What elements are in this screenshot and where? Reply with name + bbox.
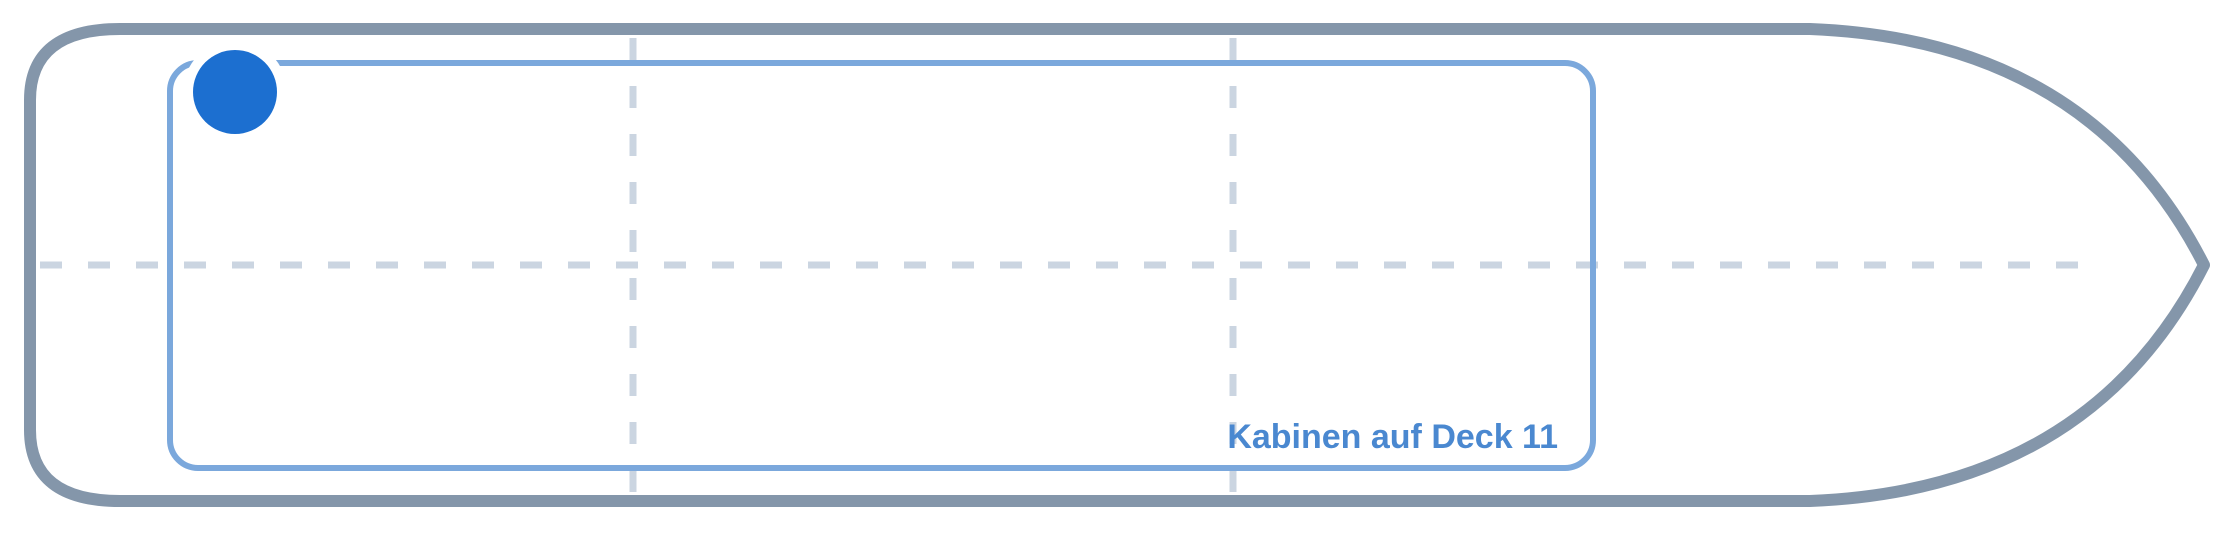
location-marker-dot xyxy=(193,50,277,134)
cabin-zone[interactable] xyxy=(167,60,1596,471)
cabin-zone-label: Kabinen auf Deck 11 xyxy=(1227,418,1558,456)
grid-lines xyxy=(40,38,2080,492)
location-dot-icon[interactable] xyxy=(183,40,287,144)
